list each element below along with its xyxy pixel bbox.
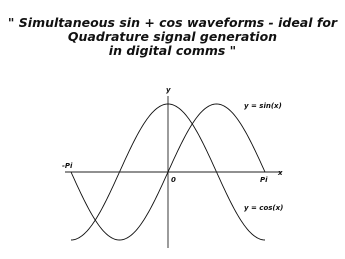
x-tick-label-pi: Pi — [260, 176, 268, 184]
chart-title: " Simultaneous sin + cos waveforms - ide… — [0, 16, 345, 58]
series-cos-line — [70, 103, 266, 241]
series-sin-line — [70, 103, 266, 241]
x-tick-label-zero: 0 — [171, 176, 176, 184]
title-line-1: " Simultaneous sin + cos waveforms - ide… — [7, 15, 338, 30]
x-axis-label: x — [277, 169, 283, 177]
x-tick-label-neg-pi: -Pi — [62, 162, 73, 170]
title-line-2: Quadrature signal generation — [67, 29, 278, 44]
title-line-3: in digital comms " — [108, 43, 237, 58]
series-label-cos: y = cos(x) — [244, 204, 283, 212]
y-axis-label: y — [166, 86, 171, 94]
series-label-sin: y = sin(x) — [244, 102, 282, 110]
